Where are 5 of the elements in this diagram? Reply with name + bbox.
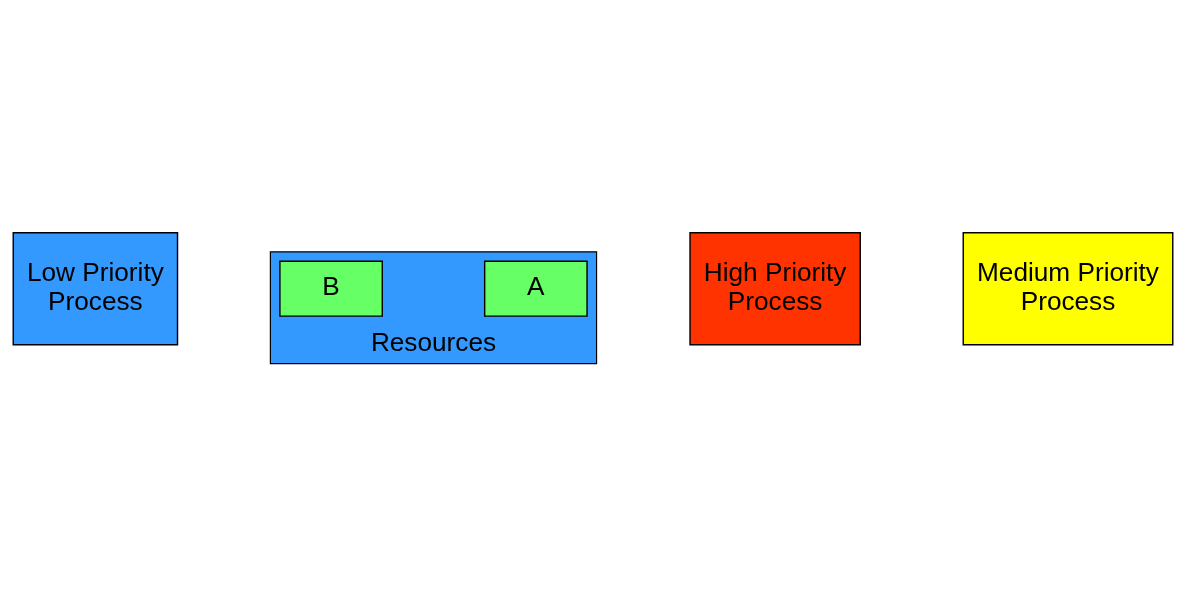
node-box: A	[483, 260, 588, 317]
node-box: High Priority Process	[689, 232, 861, 346]
node-box: Medium Priority Process	[962, 232, 1174, 346]
node-box: B	[279, 260, 383, 317]
node-box: Low Priority Process	[12, 232, 179, 346]
